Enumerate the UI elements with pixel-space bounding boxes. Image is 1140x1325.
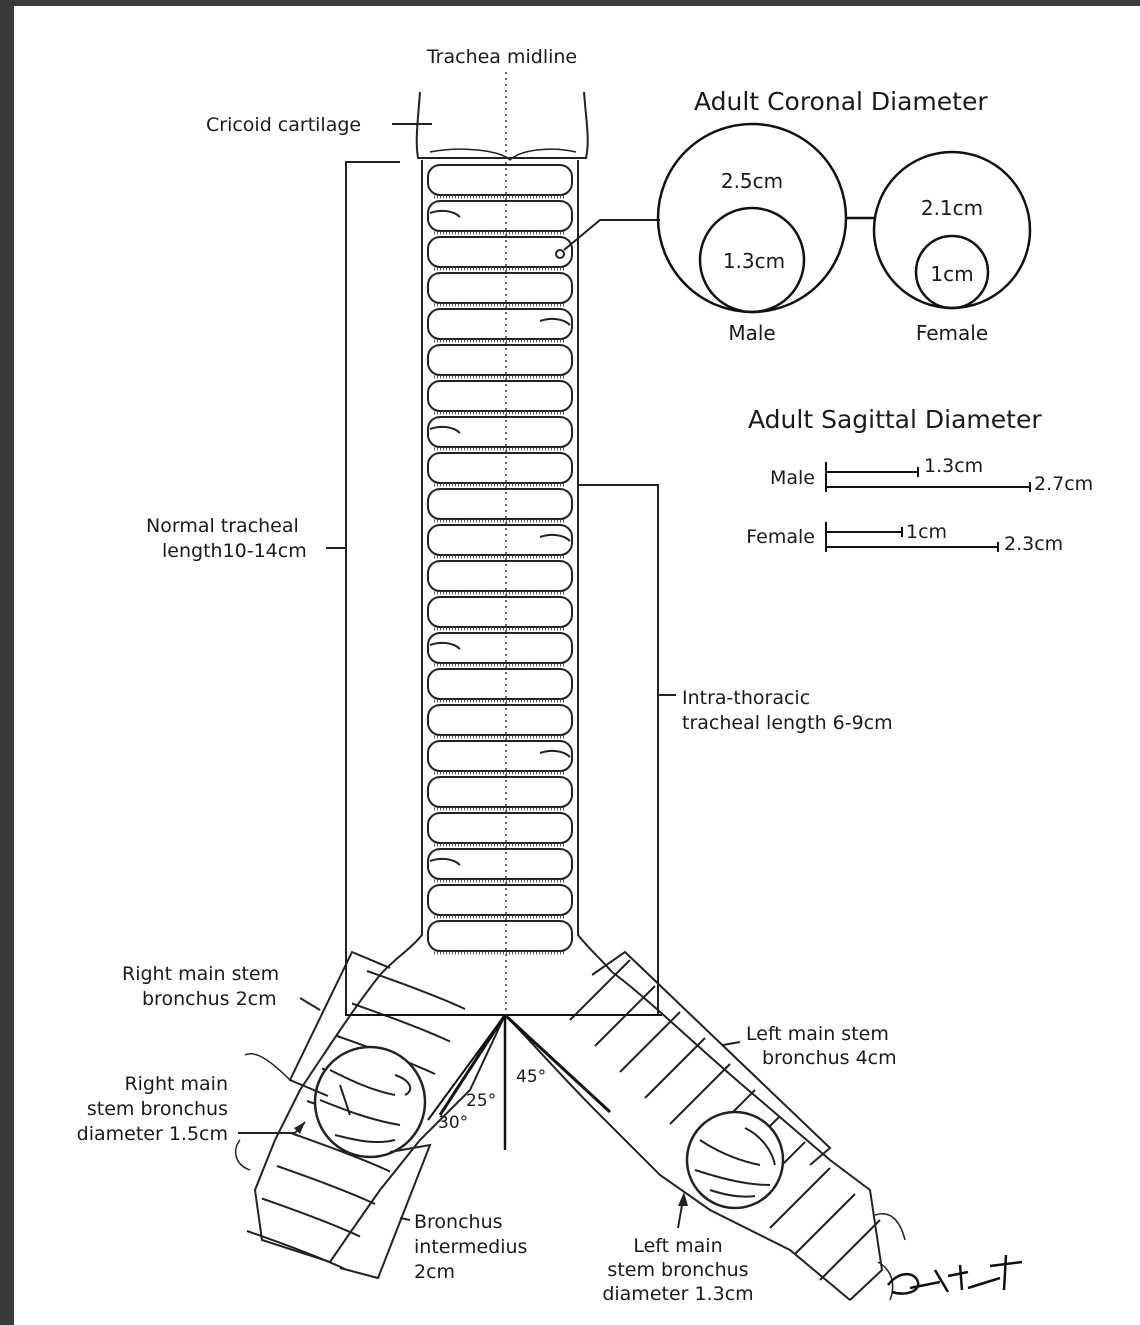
right-main-stem-label-line1: Right main stem <box>122 963 279 985</box>
cartilage-ring <box>428 201 572 231</box>
cartilage-ring <box>428 273 572 303</box>
cartilage-ring <box>428 669 572 699</box>
ring-fusion-mark <box>430 859 460 865</box>
artist-signature <box>888 1255 1022 1294</box>
left-main-stem-label-line2: bronchus 4cm <box>762 1047 897 1069</box>
trachea-right-wall <box>578 160 612 972</box>
cartilage-ring <box>428 633 572 663</box>
right-diameter-leader <box>238 1122 305 1134</box>
right-diameter-label-line3: diameter 1.5cm <box>77 1123 228 1145</box>
sagittal-male-label: Male <box>770 467 815 489</box>
cartilage-ring <box>428 165 572 195</box>
cricoid-shape <box>417 92 588 158</box>
cartilage-ring <box>428 741 572 771</box>
left-diameter-label-line1: Left main <box>633 1235 722 1257</box>
left-diameter-leader <box>678 1192 688 1228</box>
sagittal-male-short-label: 1.3cm <box>924 455 983 477</box>
angle-25-label: 25° <box>466 1091 496 1111</box>
bronchial-ring <box>367 971 465 1009</box>
normal-length-bracket <box>326 162 400 1015</box>
bronchial-ring <box>620 1012 680 1072</box>
cartilage-ring <box>428 813 572 843</box>
male-outer-circle <box>658 124 846 312</box>
cartilage-ring <box>428 561 572 591</box>
intra-thoracic-bracket <box>578 485 676 1015</box>
coronal-title: Adult Coronal Diameter <box>694 87 988 116</box>
bronchus-intermedius-label-line1: Bronchus <box>414 1211 503 1233</box>
angle-30-label: 30° <box>438 1113 468 1133</box>
bronchial-ring <box>645 1038 705 1098</box>
coronal-male-label: Male <box>728 321 775 345</box>
cartilage-ring <box>428 597 572 627</box>
normal-length-label-line1: Normal tracheal <box>146 515 299 537</box>
cartilage-ring <box>428 777 572 807</box>
sagittal-male-long-label: 2.7cm <box>1034 473 1093 495</box>
ring-fusion-mark <box>540 751 570 757</box>
ring-fusion-mark <box>540 319 570 325</box>
left-diameter-label-line3: diameter 1.3cm <box>602 1283 753 1305</box>
coronal-female-label: Female <box>916 321 988 345</box>
cartilage-ring <box>428 417 572 447</box>
trachea-midline-label: Trachea midline <box>426 46 577 68</box>
sagittal-female-short-label: 1cm <box>906 521 947 543</box>
right-diameter-label-line2: stem bronchus <box>87 1098 228 1120</box>
sagittal-female-label: Female <box>746 526 815 548</box>
ring-fusion-mark <box>430 427 460 433</box>
right-bronchus-detail-circle <box>315 1047 425 1157</box>
tracheal-rings <box>428 165 572 953</box>
bronchus-intermedius-label-line2: intermedius <box>414 1236 527 1258</box>
bronchial-ring <box>352 1004 450 1042</box>
right-diameter-label-line1: Right main <box>124 1073 228 1095</box>
cartilage-ring <box>428 309 572 339</box>
cartilage-ring <box>428 849 572 879</box>
left-bronchus-detail-circle <box>687 1112 783 1208</box>
sagittal-title: Adult Sagittal Diameter <box>748 405 1042 434</box>
coronal-male-outer-label: 2.5cm <box>721 169 783 193</box>
right-main-stem-label-line2: bronchus 2cm <box>142 988 277 1010</box>
ring-fusion-mark <box>430 643 460 649</box>
bronchus-intermedius-label-line3: 2cm <box>414 1261 455 1283</box>
cartilage-ring <box>428 345 572 375</box>
cartilage-ring <box>428 525 572 555</box>
angle-45-label: 45° <box>516 1067 546 1087</box>
cartilage-ring <box>428 237 572 267</box>
cartilage-ring <box>428 453 572 483</box>
intra-thoracic-label-line1: Intra-thoracic <box>682 687 810 709</box>
left-diameter-label-line2: stem bronchus <box>607 1259 748 1281</box>
cartilage-ring <box>428 489 572 519</box>
bronchial-ring <box>277 1166 375 1204</box>
cartilage-ring <box>428 381 572 411</box>
coronal-male-inner-label: 1.3cm <box>723 249 785 273</box>
cartilage-ring <box>428 921 572 951</box>
bronchial-ring <box>262 1199 360 1237</box>
bronchial-ring <box>820 1220 880 1280</box>
ring-fusion-mark <box>430 211 460 217</box>
cricoid-cartilage-label: Cricoid cartilage <box>206 114 361 136</box>
intra-thoracic-label-line2: tracheal length 6-9cm <box>682 712 893 734</box>
cartilage-ring <box>428 705 572 735</box>
ring-fusion-mark <box>540 535 570 541</box>
trachea-left-wall <box>380 160 422 975</box>
coronal-female-outer-label: 2.1cm <box>921 196 983 220</box>
sagittal-female-long-label: 2.3cm <box>1004 533 1063 555</box>
normal-length-label-line2: length10-14cm <box>162 540 307 562</box>
left-main-stem-label-line1: Left main stem <box>746 1023 889 1045</box>
bronchial-ring <box>795 1194 855 1254</box>
coronal-female-inner-label: 1cm <box>930 262 973 286</box>
cartilage-ring <box>428 885 572 915</box>
